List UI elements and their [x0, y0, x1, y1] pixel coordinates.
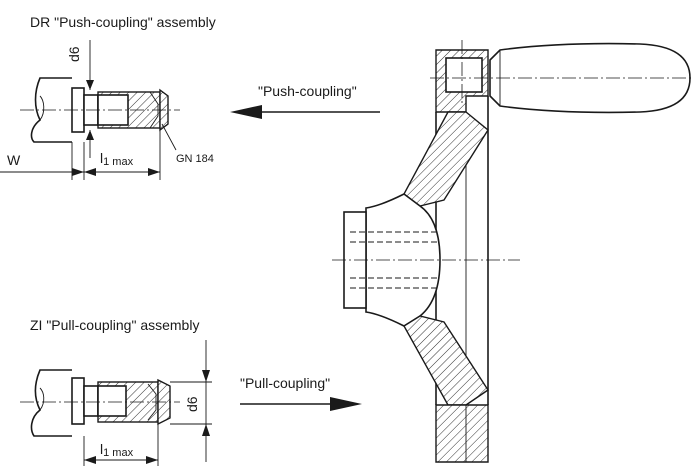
push-arrow-head: [230, 105, 262, 119]
zi-shaft-break: [39, 387, 45, 411]
dr-d6-label: d6: [66, 46, 82, 62]
zi-d6-label: d6: [184, 396, 200, 412]
zi-l1-label: l1 max: [100, 441, 134, 459]
zi-assembly-view: ZI "Pull-coupling" assembly d6 l1 max: [20, 317, 212, 466]
dr-w-arrow: [72, 168, 84, 176]
zi-shaft-body: [30, 369, 72, 437]
dr-l1-arrow-left: [84, 168, 96, 176]
zi-shaft-shoulder: [71, 377, 85, 425]
zi-d6-arrow-top: [202, 370, 210, 382]
dr-w-label: W: [7, 152, 21, 168]
dr-gn184-label: GN 184: [176, 153, 214, 165]
dr-gn184-leader: [161, 123, 177, 151]
dr-assembly-view: DR "Push-coupling" assembly d6 W: [0, 14, 216, 180]
dr-assembly-title: DR "Push-coupling" assembly: [30, 14, 216, 30]
rim-top-bore: [445, 57, 483, 93]
pull-coupling-indicator: "Pull-coupling": [240, 375, 362, 411]
dr-l1-arrow-right: [148, 168, 160, 176]
zi-hub-bore: [97, 385, 127, 417]
zi-assembly-title: ZI "Pull-coupling" assembly: [30, 317, 199, 333]
handwheel-section: [332, 40, 694, 463]
pull-coupling-label: "Pull-coupling": [240, 375, 330, 391]
push-coupling-label: "Push-coupling": [258, 83, 357, 99]
dr-shaft-break: [39, 95, 45, 121]
zi-l1-arrow-left: [84, 456, 96, 464]
push-coupling-indicator: "Push-coupling": [230, 83, 380, 119]
dr-l1-label: l1 max: [100, 150, 134, 168]
pull-arrow-head: [330, 397, 362, 411]
upper-spoke: [403, 111, 489, 207]
dr-d6-arrow-low: [86, 130, 94, 140]
lower-spoke: [403, 315, 489, 406]
rim-bottom: [435, 404, 489, 463]
zi-l1-arrow-right: [146, 456, 158, 464]
zi-d6-arrow-bottom: [202, 424, 210, 436]
dr-d6-arrow: [86, 80, 94, 90]
zi-spindle: [83, 385, 99, 417]
